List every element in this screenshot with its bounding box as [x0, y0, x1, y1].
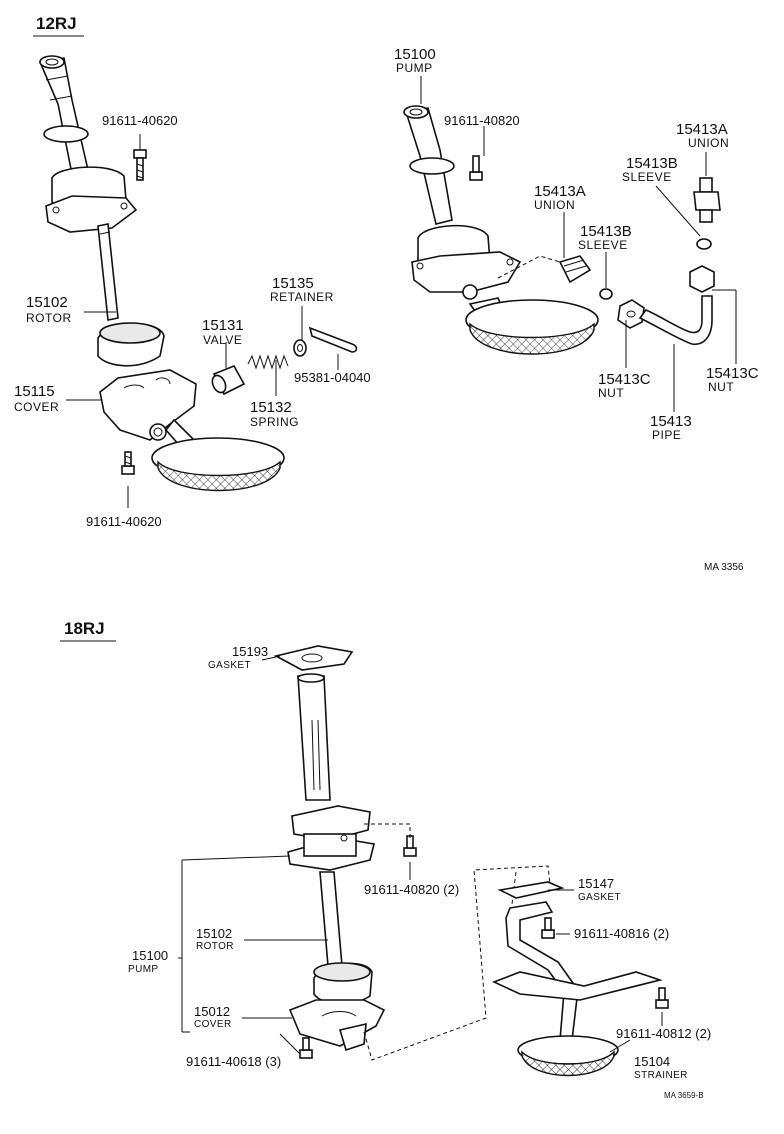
figure-ref-18rj: MA 3659-B — [664, 1091, 704, 1100]
part-label-nut-right: NUT — [708, 380, 734, 394]
part-number-gasket-top: 15193 — [232, 644, 268, 659]
part-number-valve: 15131 — [202, 317, 244, 334]
bolt-icon — [121, 451, 135, 475]
part-number-nut-right: 15413C — [706, 365, 759, 382]
bolt-icon — [541, 917, 555, 939]
part-number-cover-18rj: 15012 — [194, 1004, 230, 1019]
part-label-union-mid: UNION — [534, 198, 575, 212]
part-label-valve: VALVE — [203, 333, 242, 347]
part-number-pin: 95381-04040 — [294, 370, 371, 385]
part-number-bolt-c: 91611-40618 (3) — [186, 1054, 281, 1069]
part-number-bolt-d: 91611-40812 (2) — [616, 1026, 711, 1041]
pump-assembly-left — [38, 55, 358, 492]
part-number-pipe: 15413 — [650, 413, 692, 430]
bolt-icon — [403, 835, 417, 857]
part-label-gasket-top: GASKET — [208, 660, 251, 671]
pump-assembly-right — [403, 105, 721, 355]
part-label-rotor-18rj: ROTOR — [196, 941, 234, 952]
part-label-pump-18rj: PUMP — [128, 964, 159, 975]
bolt-icon — [469, 155, 483, 181]
bolt-icon — [655, 987, 669, 1009]
figure-ref-12rj: MA 3356 — [704, 562, 744, 573]
part-number-rotor: 15102 — [26, 294, 68, 311]
part-number-bolt-b: 91611-40816 (2) — [574, 926, 669, 941]
union-icon — [558, 255, 592, 284]
part-number-gasket: 15147 — [578, 876, 614, 891]
part-label-pump: PUMP — [396, 61, 433, 75]
part-label-union-upper: UNION — [688, 136, 729, 150]
part-number-sleeve-mid: 15413B — [580, 223, 632, 240]
part-label-sleeve-upper: SLEEVE — [622, 170, 672, 184]
part-number-bolt-right: 91611-40820 — [444, 113, 520, 128]
part-label-nut-left: NUT — [598, 386, 624, 400]
part-label-strainer: STRAINER — [634, 1070, 688, 1081]
part-number-union-upper: 15413A — [676, 121, 728, 138]
bolt-icon — [299, 1037, 313, 1059]
part-label-cover: COVER — [14, 400, 59, 414]
part-number-sleeve-upper: 15413B — [626, 155, 678, 172]
part-number-bolt-upper: 91611-40620 — [102, 113, 178, 128]
part-number-pump-18rj: 15100 — [132, 948, 168, 963]
section-18rj: 18RJ — [60, 619, 711, 1100]
part-number-spring: 15132 — [250, 399, 292, 416]
part-number-retainer: 15135 — [272, 275, 314, 292]
part-label-pipe: PIPE — [652, 428, 681, 442]
part-label-sleeve-mid: SLEEVE — [578, 238, 628, 252]
part-number-pump: 15100 — [394, 46, 436, 63]
part-number-bolt-lower: 91611-40620 — [86, 514, 162, 529]
part-number-cover: 15115 — [14, 383, 55, 400]
part-number-rotor-18rj: 15102 — [196, 926, 232, 941]
part-label-gasket: GASKET — [578, 892, 621, 903]
part-label-retainer: RETAINER — [270, 290, 334, 304]
part-number-union-mid: 15413A — [534, 183, 586, 200]
part-number-nut-left: 15413C — [598, 371, 651, 388]
section-title-18rj: 18RJ — [64, 619, 105, 638]
section-title-12rj: 12RJ — [36, 14, 77, 33]
part-number-bolt-a: 91611-40820 (2) — [364, 882, 459, 897]
part-label-cover-18rj: COVER — [194, 1019, 232, 1030]
part-label-spring: SPRING — [250, 415, 299, 429]
section-12rj: 12RJ — [14, 14, 759, 573]
union-icon — [693, 177, 721, 223]
part-number-strainer: 15104 — [634, 1054, 670, 1069]
part-label-rotor: ROTOR — [26, 311, 72, 325]
bolt-icon — [133, 149, 147, 181]
